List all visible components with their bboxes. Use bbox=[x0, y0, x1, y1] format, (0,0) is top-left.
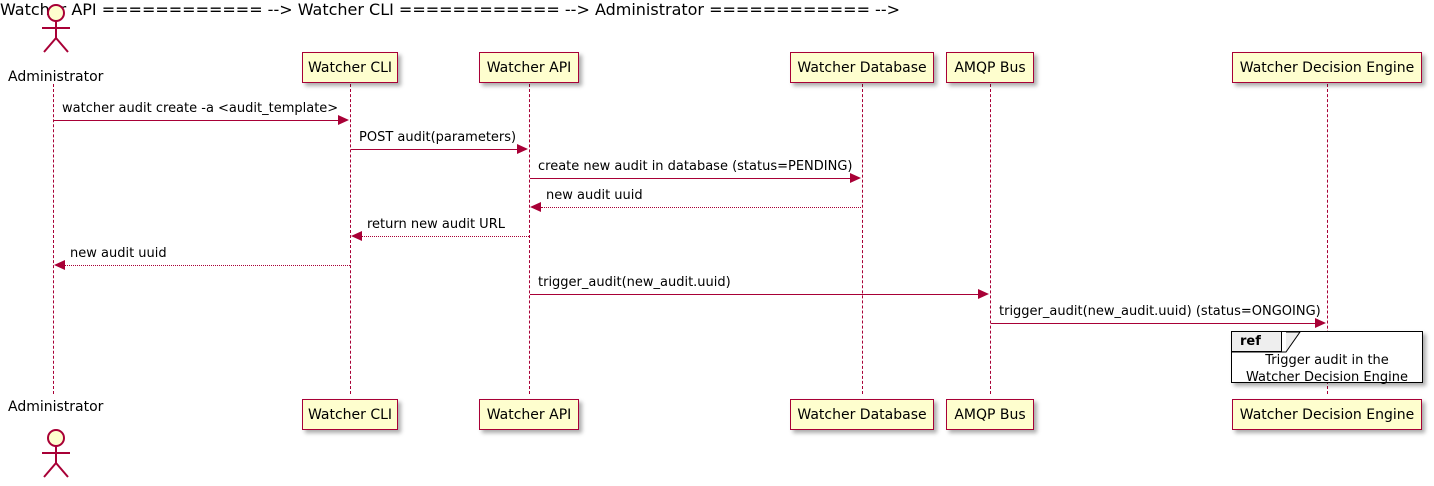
message-arrowhead-m2 bbox=[517, 144, 528, 154]
message-arrow-line-m1 bbox=[54, 120, 339, 121]
message-arrow-line-m2 bbox=[351, 149, 518, 150]
participant-box-watcher-cli-top[interactable]: Watcher CLI bbox=[302, 52, 398, 83]
ref-fragment-body: Trigger audit in the Watcher Decision En… bbox=[1232, 352, 1422, 386]
message-label-m6: new audit uuid bbox=[70, 246, 167, 261]
participant-box-amqp-bus-top[interactable]: AMQP Bus bbox=[946, 52, 1034, 83]
message-label-m1: watcher audit create -a <audit_template> bbox=[62, 101, 339, 116]
lifeline-administrator bbox=[53, 84, 54, 394]
message-arrowhead-m5 bbox=[351, 231, 362, 241]
lifeline-watcher-api bbox=[529, 84, 530, 394]
actor-stick-figure-icon bbox=[42, 429, 70, 478]
lifeline-watcher-cli bbox=[350, 84, 351, 394]
message-arrow-line-m8 bbox=[991, 323, 1316, 324]
message-arrow-line-m6 bbox=[65, 265, 350, 266]
participant-box-watcher-api-top[interactable]: Watcher API bbox=[479, 52, 579, 83]
message-arrow-line-m3 bbox=[530, 178, 850, 179]
ref-fragment-tab-label: ref bbox=[1240, 334, 1261, 349]
ref-fragment-box[interactable]: ref Trigger audit in the Watcher Decisio… bbox=[1231, 331, 1423, 386]
message-arrowhead-m8 bbox=[1315, 318, 1326, 328]
ref-fragment-tab-outline-icon bbox=[1232, 332, 1301, 353]
actor-label-administrator-top: Administrator bbox=[8, 69, 104, 85]
message-arrow-line-m4 bbox=[541, 207, 861, 208]
participant-box-watcher-database-bottom[interactable]: Watcher Database bbox=[790, 399, 934, 430]
message-label-m5: return new audit URL bbox=[367, 217, 505, 232]
message-label-m3: create new audit in database (status=PEN… bbox=[538, 159, 853, 174]
participant-box-amqp-bus-bottom[interactable]: AMQP Bus bbox=[946, 399, 1034, 430]
participant-box-watcher-api-bottom[interactable]: Watcher API bbox=[479, 399, 579, 430]
message-label-m2: POST audit(parameters) bbox=[359, 130, 517, 145]
lifeline-watcher-decision-engine bbox=[1327, 84, 1328, 394]
message-arrowhead-m3 bbox=[850, 173, 861, 183]
message-label-m4: new audit uuid bbox=[546, 188, 643, 203]
ref-fragment-line-2: Watcher Decision Engine bbox=[1246, 370, 1408, 385]
message-arrow-line-m7 bbox=[530, 294, 978, 295]
ref-fragment-line-1: Trigger audit in the bbox=[1265, 353, 1389, 368]
message-arrowhead-m6 bbox=[54, 260, 65, 270]
participant-box-watcher-decision-engine-bottom[interactable]: Watcher Decision Engine bbox=[1232, 399, 1422, 430]
participant-box-watcher-decision-engine-top[interactable]: Watcher Decision Engine bbox=[1232, 52, 1422, 83]
participant-box-watcher-cli-bottom[interactable]: Watcher CLI bbox=[302, 399, 398, 430]
actor-stick-figure-icon bbox=[42, 4, 70, 53]
participant-box-watcher-database-top[interactable]: Watcher Database bbox=[790, 52, 934, 83]
lifeline-amqp-bus bbox=[990, 84, 991, 394]
message-arrow-line-m5 bbox=[362, 236, 529, 237]
actor-administrator-top[interactable] bbox=[30, 2, 76, 54]
message-arrowhead-m1 bbox=[338, 115, 349, 125]
lifeline-watcher-database bbox=[862, 84, 863, 394]
message-label-m8: trigger_audit(new_audit.uuid) (status=ON… bbox=[999, 304, 1321, 319]
actor-label-administrator-bottom: Administrator bbox=[8, 399, 104, 415]
message-arrowhead-m4 bbox=[530, 202, 541, 212]
actor-administrator-bottom[interactable] bbox=[30, 427, 76, 479]
message-arrowhead-m7 bbox=[978, 289, 989, 299]
message-label-m7: trigger_audit(new_audit.uuid) bbox=[538, 275, 731, 290]
